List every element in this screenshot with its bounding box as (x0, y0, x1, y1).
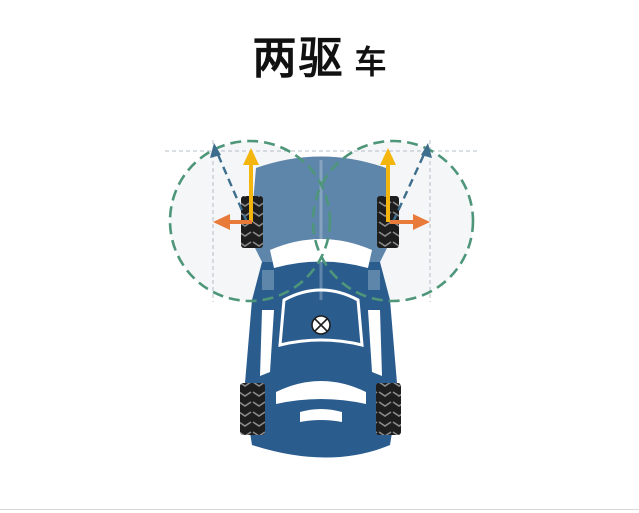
center-mark-icon (311, 315, 331, 335)
side-arrow-icon (213, 214, 430, 230)
rear-right-tire (376, 383, 401, 435)
title-sub: 车 (354, 43, 387, 81)
diagonal-vectors (214, 149, 428, 223)
bottom-divider (0, 509, 639, 510)
title-main: 两驱 (252, 33, 345, 84)
left-turning-circle (168, 139, 332, 303)
forward-arrow-icon (243, 148, 396, 222)
page-title: 两驱车 (0, 22, 639, 84)
turning-circles (168, 139, 475, 303)
rear-left-tire (240, 383, 265, 435)
car-body-front (250, 156, 392, 300)
diagonal-arrowheads (210, 143, 432, 158)
right-turning-circle (311, 139, 475, 303)
